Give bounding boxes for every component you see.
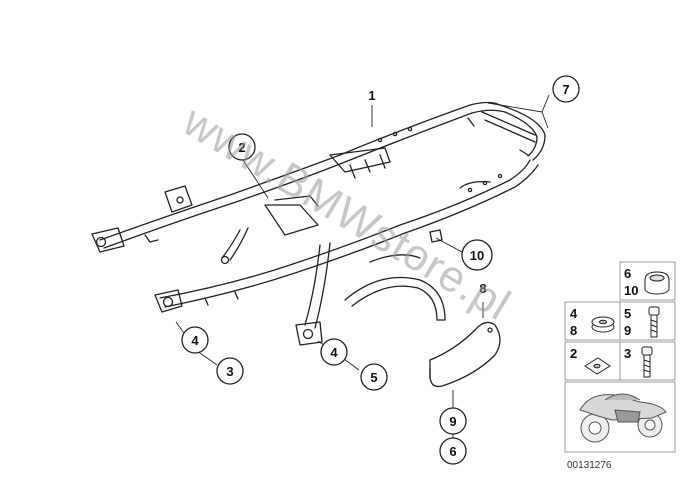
washer-icon bbox=[591, 316, 615, 333]
callout-9: 6 bbox=[449, 444, 456, 459]
legend-label-8: 8 bbox=[570, 323, 577, 338]
callout-1: 1 bbox=[368, 88, 375, 103]
callout-3: 3 bbox=[226, 364, 233, 379]
callout-3-circle bbox=[216, 357, 244, 385]
callout-2-circle bbox=[228, 133, 256, 161]
legend-label-2: 2 bbox=[570, 346, 577, 361]
callouts: 1 7 2 10 8 4 3 4 5 9 6 bbox=[181, 75, 580, 465]
rear-frame-drawing bbox=[91, 101, 546, 346]
callout-5-circle bbox=[360, 363, 388, 391]
callout-4-left: 4 bbox=[191, 333, 199, 348]
callout-10: 10 bbox=[470, 248, 484, 263]
parts-legend: 6 10 4 8 5 9 2 3 bbox=[564, 261, 676, 453]
rubber-pad-drawing bbox=[429, 321, 501, 388]
callout-6: 7 bbox=[562, 82, 569, 97]
callout-4-right-circle bbox=[320, 338, 348, 366]
callout-10-circle bbox=[461, 239, 493, 271]
callout-4-right: 4 bbox=[330, 345, 338, 360]
legend-label-5: 5 bbox=[624, 306, 631, 321]
legend-label-3: 3 bbox=[624, 346, 631, 361]
screw-icon bbox=[641, 346, 653, 378]
callout-8: 9 bbox=[449, 414, 456, 429]
bolt-icon bbox=[648, 306, 660, 338]
grommet-icon bbox=[644, 271, 670, 295]
diagram-number: 00131276 bbox=[567, 460, 612, 471]
legend-label-4: 4 bbox=[570, 306, 578, 321]
callout-7: 8 bbox=[479, 281, 486, 296]
callout-8-circle bbox=[439, 407, 467, 435]
legend-cell-bolt bbox=[619, 301, 676, 341]
callout-9-circle bbox=[439, 437, 467, 465]
callout-6-circle bbox=[552, 75, 580, 103]
callout-2: 2 bbox=[238, 140, 245, 155]
callout-5: 5 bbox=[370, 370, 377, 385]
callout-4-left-circle bbox=[181, 326, 209, 354]
legend-label-6: 6 bbox=[624, 266, 631, 281]
legend-label-9: 9 bbox=[624, 323, 631, 338]
plate-icon bbox=[584, 357, 611, 375]
legend-label-10: 10 bbox=[624, 283, 638, 298]
watermark: www.BMWstore.pl bbox=[174, 96, 519, 330]
motorcycle-icon bbox=[579, 393, 667, 443]
